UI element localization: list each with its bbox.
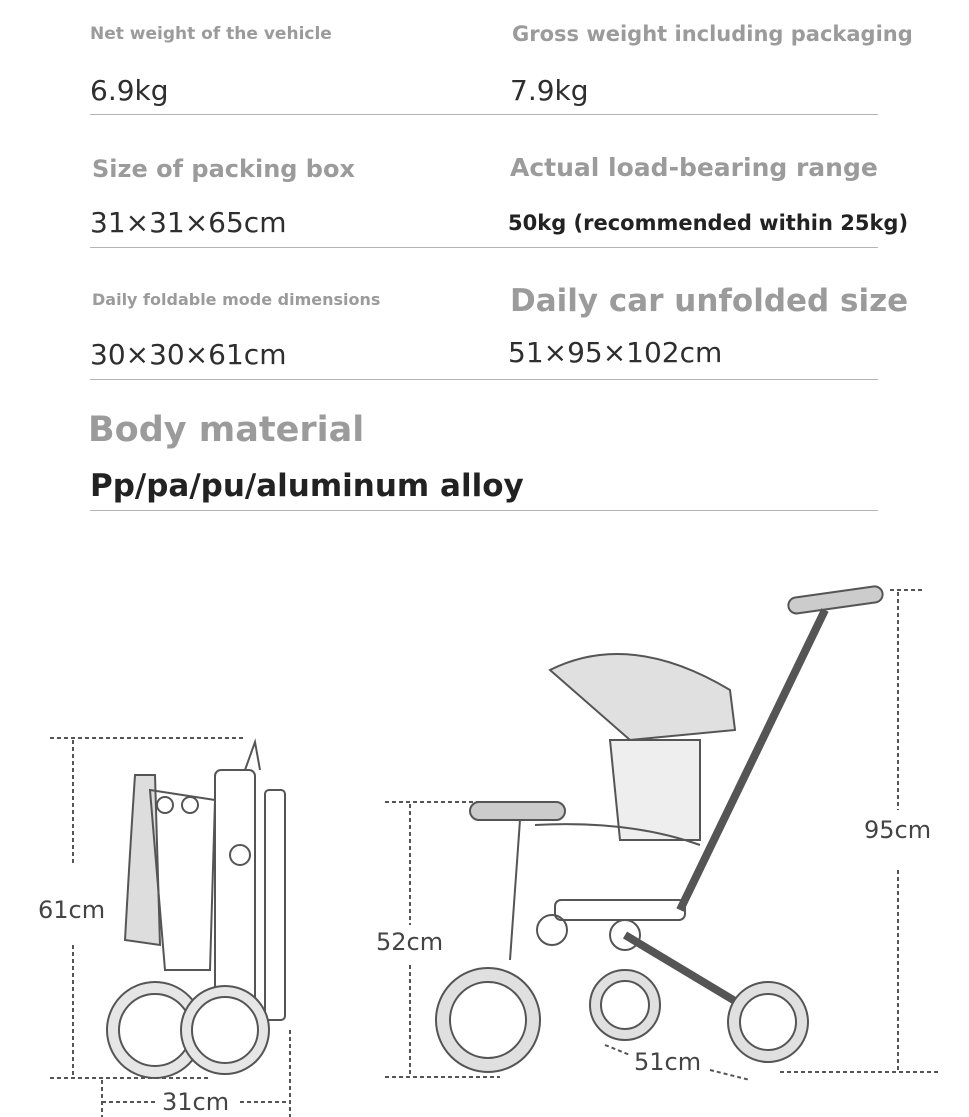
divider <box>90 247 878 248</box>
net-weight-label: Net weight of the vehicle <box>90 24 332 44</box>
material-label: Body material <box>88 410 365 450</box>
gross-weight-value: 7.9kg <box>510 74 589 107</box>
unfolded-tricycle-illustration <box>385 585 940 1081</box>
divider <box>90 379 878 380</box>
folded-size-label: Daily foldable mode dimensions <box>92 290 381 309</box>
gross-weight-label: Gross weight including packaging <box>512 22 913 46</box>
unfolded-height-dimension: 95cm <box>864 816 932 844</box>
seat-height-dimension: 52cm <box>376 928 444 956</box>
box-size-value: 31×31×65cm <box>90 206 287 239</box>
divider <box>90 510 878 511</box>
folded-height-dimension: 61cm <box>38 896 106 924</box>
divider <box>90 114 878 115</box>
folded-size-value: 30×30×61cm <box>90 338 287 371</box>
box-size-label: Size of packing box <box>92 155 355 183</box>
folded-width-dimension: 31cm <box>162 1088 230 1116</box>
load-range-label: Actual load-bearing range <box>510 153 878 182</box>
unfolded-size-value: 51×95×102cm <box>508 336 723 369</box>
net-weight-value: 6.9kg <box>90 74 169 107</box>
folded-tricycle-illustration <box>50 737 291 1117</box>
unfolded-size-label: Daily car unfolded size <box>510 283 909 319</box>
load-range-value: 50kg (recommended within 25kg) <box>508 211 909 235</box>
unfolded-width-dimension: 51cm <box>634 1048 702 1076</box>
material-value: Pp/pa/pu/aluminum alloy <box>90 468 524 504</box>
